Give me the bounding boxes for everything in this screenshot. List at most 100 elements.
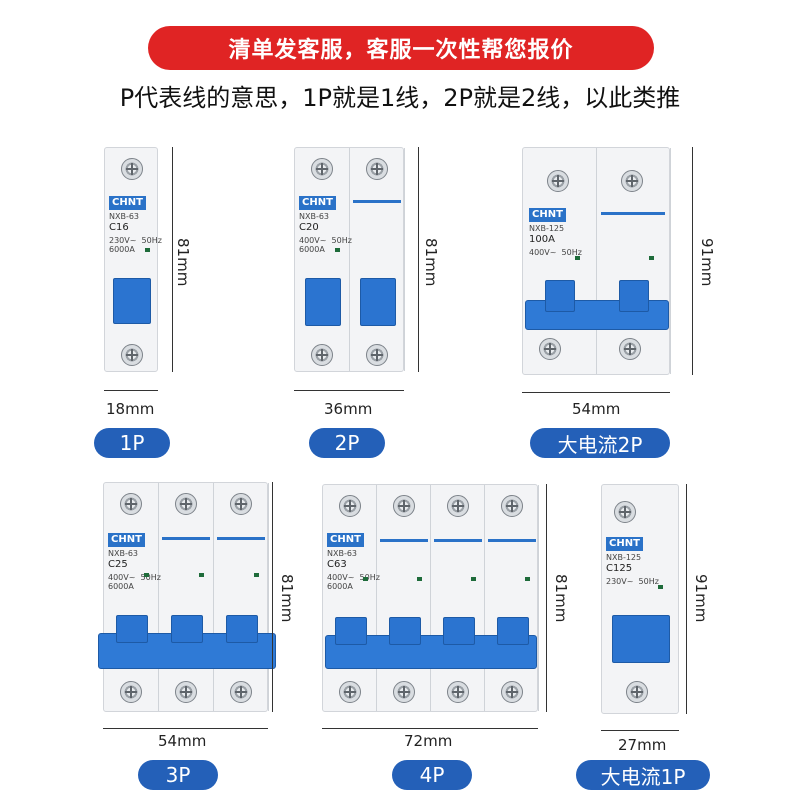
height-label: 81mm (174, 238, 192, 287)
screw-icon (501, 495, 523, 517)
toggle-handle (612, 615, 670, 663)
width-dimension-line (522, 392, 670, 393)
toggle-handle (360, 278, 396, 326)
indicator-led (575, 256, 580, 260)
breaker-body: CHNT NXB-125 100A 400V~ 50Hz (522, 147, 671, 375)
screw-icon (120, 493, 142, 515)
width-dimension-line (103, 728, 268, 729)
screw-icon (393, 681, 415, 703)
height-dimension-line (172, 147, 173, 372)
screw-icon (175, 681, 197, 703)
breaker-body: CHNT NXB-63 C16 230V~ 50Hz 6000A (104, 147, 162, 372)
indicator-led (145, 248, 150, 252)
model-text: NXB-125 (529, 224, 565, 233)
promo-banner: 清单发客服，客服一次性帮您报价 (148, 26, 654, 70)
model-text: NXB-125 (606, 553, 642, 562)
width-label: 36mm (324, 400, 373, 418)
toggle-handle (443, 617, 475, 645)
height-dimension-line (272, 482, 273, 712)
screw-icon (121, 344, 143, 366)
screw-icon (366, 158, 388, 180)
breaker-body: CHNT NXB-63 C63 400V~ 50Hz 6000A (322, 484, 539, 712)
screw-icon (311, 344, 333, 366)
toggle-handle (389, 617, 421, 645)
screw-icon (621, 170, 643, 192)
height-label: 91mm (692, 574, 710, 623)
brand-logo: CHNT (108, 533, 145, 547)
width-dimension-line (322, 728, 538, 729)
spec-text: 400V~ 50Hz 6000A (327, 573, 380, 591)
screw-icon (230, 493, 252, 515)
toggle-handle (113, 278, 151, 324)
rating-text: C25 (108, 559, 128, 570)
screw-icon (626, 681, 648, 703)
screw-icon (614, 501, 636, 523)
indicator-led (649, 256, 654, 260)
model-text: NXB-63 (108, 549, 139, 558)
indicator-led (471, 577, 476, 581)
toggle-handle (497, 617, 529, 645)
rating-text: C20 (299, 222, 319, 233)
width-label: 54mm (158, 732, 207, 750)
brand-logo: CHNT (109, 196, 146, 210)
indicator-led (363, 577, 368, 581)
height-label: 81mm (552, 574, 570, 623)
breaker-body: CHNT NXB-63 C25 400V~ 50Hz 6000A (98, 482, 276, 712)
brand-logo: CHNT (327, 533, 364, 547)
indicator-led (199, 573, 204, 577)
brand-logo: CHNT (299, 196, 336, 210)
toggle-handle (545, 280, 575, 312)
screw-icon (539, 338, 561, 360)
subtitle: P代表线的意思，1P就是1线，2P就是2线，以此类推 (119, 84, 681, 112)
width-label: 72mm (404, 732, 453, 750)
indicator-led (335, 248, 340, 252)
toggle-handle (171, 615, 203, 643)
height-dimension-line (546, 484, 547, 712)
screw-icon (547, 170, 569, 192)
screw-icon (339, 495, 361, 517)
height-label: 81mm (278, 574, 296, 623)
model-text: NXB-63 (299, 212, 330, 221)
type-badge: 2P (309, 428, 385, 458)
toggle-handle (116, 615, 148, 643)
toggle-handle (619, 280, 649, 312)
screw-icon (230, 681, 252, 703)
height-dimension-line (418, 147, 419, 372)
screw-icon (175, 493, 197, 515)
banner-text: 清单发客服，客服一次性帮您报价 (228, 38, 574, 63)
model-text: NXB-63 (109, 212, 140, 221)
height-dimension-line (692, 147, 693, 375)
screw-icon (619, 338, 641, 360)
width-label: 18mm (106, 400, 155, 418)
screw-icon (366, 344, 388, 366)
breaker-body: CHNT NXB-125 C125 230V~ 50Hz (601, 484, 679, 714)
screw-icon (393, 495, 415, 517)
breaker-body: CHNT NXB-63 C20 400V~ 50Hz 6000A (294, 147, 405, 372)
indicator-led (525, 577, 530, 581)
brand-logo: CHNT (529, 208, 566, 222)
rating-text: 100A (529, 234, 555, 245)
model-text: NXB-63 (327, 549, 358, 558)
type-badge: 大电流1P (576, 760, 710, 790)
indicator-led (658, 585, 663, 589)
height-label: 81mm (422, 238, 440, 287)
screw-icon (121, 158, 143, 180)
spec-text: 400V~ 50Hz 6000A (108, 573, 161, 591)
width-dimension-line (104, 390, 158, 391)
width-dimension-line (601, 730, 679, 731)
toggle-handle (305, 278, 341, 326)
spec-text: 400V~ 50Hz (529, 248, 582, 257)
width-label: 27mm (618, 736, 667, 754)
height-dimension-line (686, 484, 687, 714)
width-dimension-line (294, 390, 404, 391)
height-label: 91mm (698, 238, 716, 287)
screw-icon (339, 681, 361, 703)
screw-icon (447, 495, 469, 517)
width-label: 54mm (572, 400, 621, 418)
spec-text: 230V~ 50Hz 6000A (109, 236, 162, 254)
rating-text: C63 (327, 559, 347, 570)
screw-icon (501, 681, 523, 703)
toggle-handle (226, 615, 258, 643)
brand-logo: CHNT (606, 537, 643, 551)
indicator-led (144, 573, 149, 577)
